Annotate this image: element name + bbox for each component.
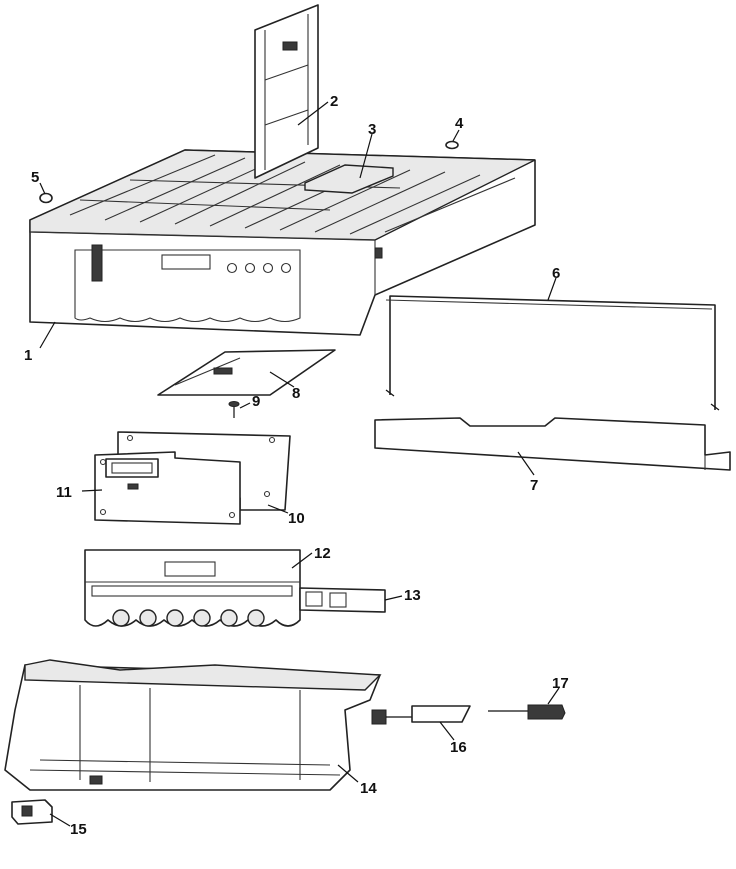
part-9-screw <box>228 401 240 418</box>
callout-4: 4 <box>455 115 464 132</box>
part-3-cover-plate <box>304 164 394 194</box>
callout-6: 6 <box>552 265 560 282</box>
part-15-small-block <box>11 799 53 825</box>
callout-5: 5 <box>31 169 39 186</box>
part-8-small-plate <box>157 349 336 396</box>
callout-14: 14 <box>360 780 377 797</box>
part-7-tray <box>374 417 731 471</box>
part-11-circuit-board <box>94 451 241 525</box>
callout-12: 12 <box>314 545 331 562</box>
part-1-top-housing <box>29 149 536 336</box>
callout-10: 10 <box>288 510 305 527</box>
part-13-ribbon-connector <box>299 587 386 613</box>
callout-15: 15 <box>70 821 87 838</box>
leader-lines <box>39 101 560 827</box>
part-12-control-panel <box>84 549 301 627</box>
callout-7: 7 <box>530 477 538 494</box>
part-6-wire-frame <box>385 295 720 411</box>
part-2-bracket-plate <box>254 4 319 179</box>
part-4-small-cap <box>445 140 459 150</box>
callout-16: 16 <box>450 739 467 756</box>
part-17-plug <box>488 704 566 720</box>
part-14-base-housing <box>4 659 382 791</box>
callout-13: 13 <box>404 587 421 604</box>
callout-2: 2 <box>330 93 338 110</box>
part-16-switch <box>371 705 471 725</box>
callout-11: 11 <box>56 484 72 501</box>
callout-8: 8 <box>292 385 300 402</box>
callout-9: 9 <box>252 393 260 410</box>
callout-labels: 1 2 3 4 5 6 7 8 9 10 11 12 13 14 15 16 1… <box>24 93 569 838</box>
callout-3: 3 <box>368 121 376 138</box>
callout-1: 1 <box>24 347 32 364</box>
part-5-small-knob <box>39 192 53 204</box>
callout-17: 17 <box>552 675 569 692</box>
